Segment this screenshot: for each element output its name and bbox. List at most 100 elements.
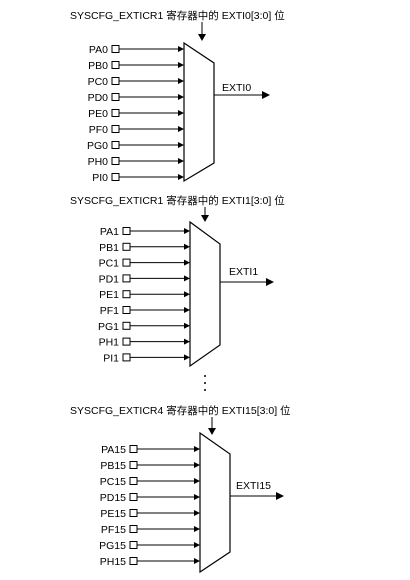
input-pin-label: PC15 [100, 476, 126, 488]
input-pin: PB0 [88, 60, 184, 72]
pin-box [129, 509, 138, 517]
input-pin: PE1 [99, 289, 190, 301]
input-pin: PA15 [101, 444, 200, 456]
pin-box [111, 109, 120, 117]
pin-box [129, 461, 138, 469]
input-arrowhead [178, 158, 184, 164]
mux-output: EXTI15 [230, 480, 284, 500]
input-arrowhead [194, 510, 200, 516]
input-arrowhead [184, 228, 190, 234]
input-pin: PC15 [100, 476, 200, 488]
mux-block-exti1: SYSCFG_EXTICR1 寄存器中的 EXTI1[3:0] 位 EXTI1 … [70, 194, 285, 368]
input-arrowhead [178, 142, 184, 148]
pin-box [122, 242, 131, 251]
input-pin-label: PE15 [100, 508, 126, 520]
input-arrowhead [178, 46, 184, 52]
input-arrowhead [184, 322, 190, 329]
input-pin-label: PF1 [100, 305, 119, 317]
input-arrowhead [178, 94, 184, 100]
pin-box [111, 93, 120, 101]
pin-box [129, 541, 138, 549]
output-label: EXTI0 [222, 82, 251, 94]
input-pin-label: PH1 [99, 337, 120, 349]
pin-box [111, 157, 120, 165]
pin-box [111, 45, 120, 53]
select-arrow [208, 417, 216, 435]
input-pin-label: PD1 [99, 273, 120, 285]
pin-box [122, 290, 131, 299]
mux-output: EXTI1 [220, 266, 274, 286]
input-pin-label: PA1 [100, 226, 119, 238]
multiplexer [199, 431, 231, 574]
input-pin: PF0 [89, 124, 184, 136]
mux-block-exti0: SYSCFG_EXTICR1 寄存器中的 EXTI0[3:0] 位 EXTI0 … [70, 9, 285, 184]
input-pin: PG15 [99, 540, 200, 552]
input-arrowhead [184, 307, 190, 313]
input-arrowhead [184, 291, 190, 298]
input-arrowhead [184, 259, 190, 266]
input-arrowhead [184, 354, 190, 361]
input-pin-label: PA15 [101, 444, 126, 456]
pin-box [111, 173, 120, 181]
input-pin-label: PB15 [100, 460, 126, 472]
pin-box [129, 493, 138, 501]
pin-box [111, 125, 120, 133]
input-pin: PC0 [88, 76, 184, 88]
input-pin-label: PG1 [98, 321, 119, 333]
input-pin-label: PH0 [88, 156, 109, 168]
continuation-ellipsis [204, 375, 206, 391]
pin-box [111, 61, 120, 69]
input-arrowhead [194, 558, 200, 564]
input-pin: PF1 [100, 305, 190, 317]
input-pin-label: PC0 [88, 76, 109, 88]
pin-box [122, 353, 131, 362]
input-pin: PB1 [99, 242, 190, 254]
pin-box [122, 306, 131, 314]
input-arrowhead [184, 275, 190, 282]
input-pin-label: PG15 [99, 540, 126, 552]
input-pin-label: PF15 [101, 524, 126, 536]
input-arrowhead [194, 542, 200, 548]
pin-box [122, 227, 131, 235]
input-pin: PI0 [92, 172, 184, 184]
input-pin-label: PD0 [88, 92, 109, 104]
mux-block-exti15: SYSCFG_EXTICR4 寄存器中的 EXTI15[3:0] 位 EXTI1… [70, 404, 291, 574]
input-arrowhead [178, 62, 184, 68]
pin-box [111, 77, 120, 85]
input-pin-label: PG0 [87, 140, 108, 152]
input-pin-label: PA0 [89, 44, 108, 56]
input-pin-label: PB1 [99, 242, 119, 254]
input-pin: PF15 [101, 524, 200, 536]
block-title: SYSCFG_EXTICR1 寄存器中的 EXTI1[3:0] 位 [70, 194, 285, 207]
input-arrowhead [178, 110, 184, 116]
input-arrowhead [194, 462, 200, 468]
output-label: EXTI1 [229, 266, 258, 278]
input-pin-label: PF0 [89, 124, 108, 136]
input-pin-label: PC1 [99, 258, 120, 270]
input-pin: PH1 [99, 337, 190, 349]
input-pin-label: PH15 [100, 556, 126, 568]
input-arrowhead [194, 494, 200, 500]
pin-box [129, 445, 138, 453]
pin-box [111, 141, 120, 149]
pin-box [122, 274, 131, 283]
input-pin: PD1 [99, 273, 190, 285]
input-pin: PE0 [88, 108, 184, 120]
select-arrow [201, 207, 209, 222]
input-pin-label: PI1 [103, 352, 119, 364]
input-pin: PA0 [89, 44, 184, 56]
input-pin: PA1 [100, 226, 190, 238]
pin-box [129, 477, 138, 485]
pin-box [122, 258, 131, 267]
input-pin-label: PD15 [100, 492, 126, 504]
block-title: SYSCFG_EXTICR1 寄存器中的 EXTI0[3:0] 位 [70, 9, 285, 22]
input-pin: PD0 [88, 92, 184, 104]
input-arrowhead [194, 446, 200, 452]
input-pin-label: PB0 [88, 60, 108, 72]
pin-box [129, 557, 138, 565]
input-pin-label: PE1 [99, 289, 119, 301]
